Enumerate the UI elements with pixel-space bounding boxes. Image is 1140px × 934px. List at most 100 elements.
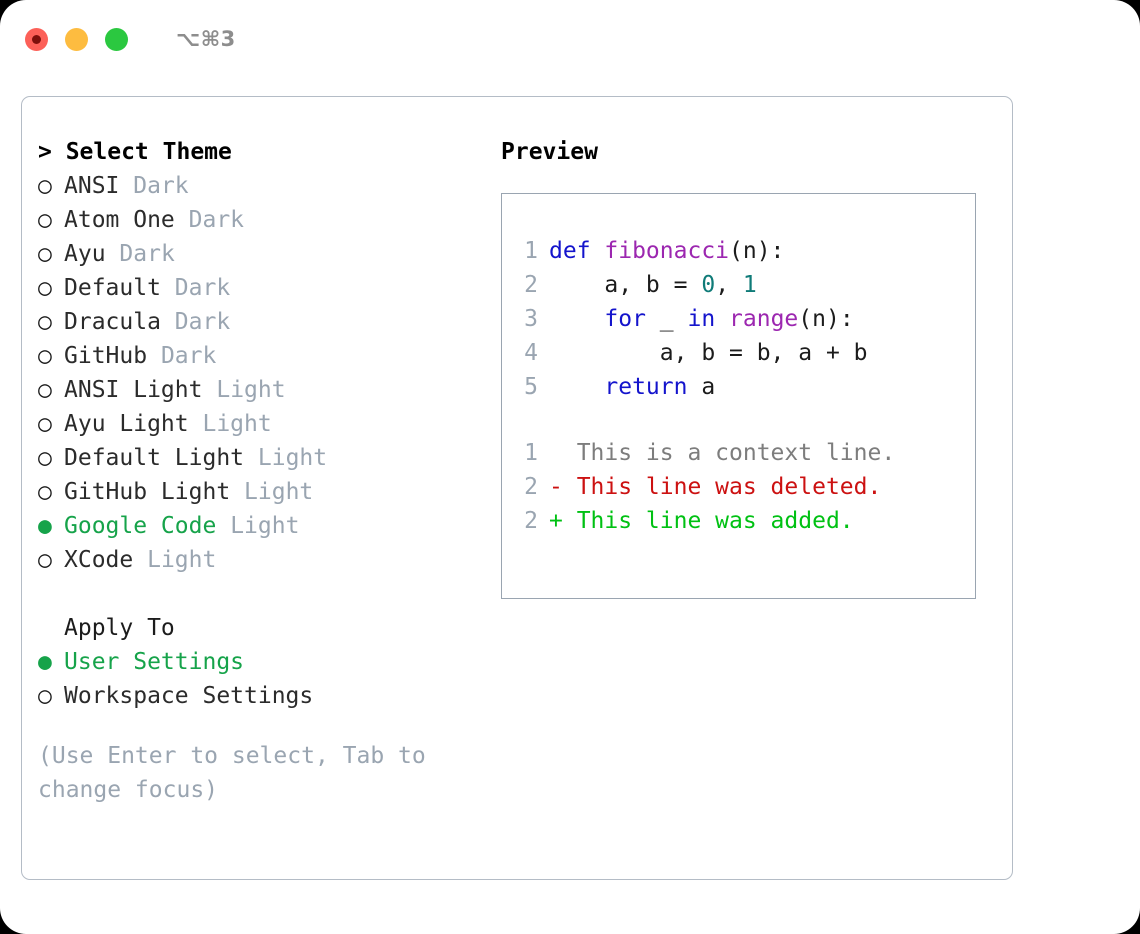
theme-list-item[interactable]: ○ ANSI Light Light: [38, 373, 488, 407]
diff-line: 1 This is a context line.: [520, 436, 975, 470]
theme-name: Ayu Light: [64, 411, 189, 437]
theme-name: GitHub: [64, 343, 148, 369]
theme-list-item[interactable]: ○ Default Light Light: [38, 441, 488, 475]
line-number: 2: [524, 272, 538, 298]
theme-variant-tag: Dark: [174, 309, 231, 335]
code-token: for: [604, 306, 646, 332]
section-spacer: [38, 577, 488, 611]
code-token: a: [687, 374, 716, 400]
code-token: ,: [715, 272, 743, 298]
radio-unselected-icon: ○: [38, 275, 52, 301]
theme-list: ○ANSI Dark○Atom One Dark○Ayu Dark○Defaul…: [38, 169, 488, 577]
diff-line-text: This is a context line.: [549, 440, 896, 466]
theme-list-item[interactable]: ○ Default Dark: [38, 271, 488, 305]
theme-variant-tag: Light: [257, 445, 328, 471]
radio-unselected-icon: ○: [38, 411, 52, 437]
radio-unselected-icon: ○: [38, 207, 52, 233]
theme-variant-tag: Light: [230, 513, 300, 539]
theme-variant-tag: Dark: [174, 275, 231, 301]
radio-unselected-icon: ○: [38, 377, 52, 403]
code-token: _: [645, 306, 688, 332]
code-diff-gap: [520, 404, 975, 436]
theme-variant-tag: Light: [244, 479, 314, 505]
preview-title: Preview: [501, 139, 598, 165]
theme-variant-tag: Light: [202, 411, 272, 437]
code-line: 3 for _ in range(n):: [520, 302, 975, 336]
theme-name: XCode: [64, 547, 134, 573]
theme-variant-tag: Light: [216, 377, 286, 403]
code-line: 1 def fibonacci(n):: [520, 234, 975, 268]
theme-list-item[interactable]: ○Atom One Dark: [38, 203, 488, 237]
code-line: 5 return a: [520, 370, 975, 404]
theme-list-item[interactable]: ○ XCode Light: [38, 543, 488, 577]
line-number: 5: [524, 374, 538, 400]
apply-to-list: ●User Settings ○ Workspace Settings: [38, 645, 488, 713]
code-token: [549, 374, 604, 400]
theme-name: Default: [64, 275, 161, 301]
code-token: a, b =: [549, 272, 702, 298]
line-number: 4: [524, 340, 538, 366]
code-token: fibonacci: [604, 238, 730, 264]
line-number: 2: [524, 474, 538, 500]
radio-unselected-icon: ○: [38, 683, 52, 709]
radio-unselected-icon: ○: [38, 309, 52, 335]
theme-name: ANSI Light: [64, 377, 203, 403]
theme-variant-tag: Dark: [133, 173, 189, 199]
radio-unselected-icon: ○: [38, 445, 52, 471]
diff-line: 2 - This line was deleted.: [520, 470, 975, 504]
code-token: def: [549, 238, 605, 264]
code-token: 0: [701, 272, 716, 298]
window-title: ⌥⌘3: [176, 27, 236, 51]
code-token: (n):: [729, 238, 785, 264]
maximize-button[interactable]: [105, 27, 128, 51]
line-number: 1: [524, 238, 538, 264]
theme-name: GitHub Light: [64, 479, 231, 505]
radio-selected-icon: ●: [38, 513, 52, 539]
theme-name: Default Light: [64, 445, 245, 471]
code-line: 4 a, b = b, a + b: [520, 336, 975, 370]
theme-name: ANSI: [64, 173, 120, 199]
code-token: a, b = b, a + b: [549, 340, 868, 366]
theme-list-item[interactable]: ○ GitHub Dark: [38, 339, 488, 373]
theme-name: Atom One: [64, 207, 175, 233]
theme-picker-panel: > Select Theme ○ANSI Dark○Atom One Dark○…: [38, 135, 488, 807]
diff-line-text: - This line was deleted.: [549, 474, 882, 500]
radio-unselected-icon: ○: [38, 547, 52, 573]
theme-list-item[interactable]: ○ANSI Dark: [38, 169, 488, 203]
apply-to-item[interactable]: ○ Workspace Settings: [38, 679, 488, 713]
radio-selected-icon: ●: [38, 649, 52, 675]
theme-variant-tag: Dark: [160, 343, 217, 369]
code-line: 2 a, b = 0, 1: [520, 268, 975, 302]
line-number: 2: [524, 508, 538, 534]
close-button[interactable]: [25, 27, 48, 51]
minimize-button[interactable]: [65, 27, 88, 51]
code-token: [715, 306, 729, 332]
window-titlebar: ⌥⌘3: [0, 0, 1140, 78]
code-token: (n):: [798, 306, 854, 332]
line-number: 3: [524, 306, 538, 332]
apply-to-item[interactable]: ●User Settings: [38, 645, 488, 679]
code-token: [549, 306, 604, 332]
theme-list-item[interactable]: ○GitHub Light Light: [38, 475, 488, 509]
code-token: return: [604, 374, 688, 400]
apply-to-label: Workspace Settings: [64, 683, 314, 709]
diff-line-text: + This line was added.: [549, 508, 854, 534]
recording-indicator-icon: [32, 34, 41, 44]
theme-list-item[interactable]: ○Dracula Dark: [38, 305, 488, 339]
theme-variant-tag: Light: [147, 547, 217, 573]
theme-list-item[interactable]: ●Google Code Light: [38, 509, 488, 543]
apply-to-heading-label: Apply To: [64, 615, 175, 641]
traffic-light-group: [25, 27, 145, 51]
code-token: 1: [742, 272, 757, 298]
radio-unselected-icon: ○: [38, 343, 52, 369]
theme-list-item[interactable]: ○ Ayu Light Light: [38, 407, 488, 441]
apply-to-heading: Apply To: [38, 611, 488, 645]
radio-unselected-icon: ○: [38, 241, 52, 267]
theme-list-item[interactable]: ○Ayu Dark: [38, 237, 488, 271]
code-token: in: [687, 306, 716, 332]
theme-picker-heading: > Select Theme: [38, 139, 232, 165]
